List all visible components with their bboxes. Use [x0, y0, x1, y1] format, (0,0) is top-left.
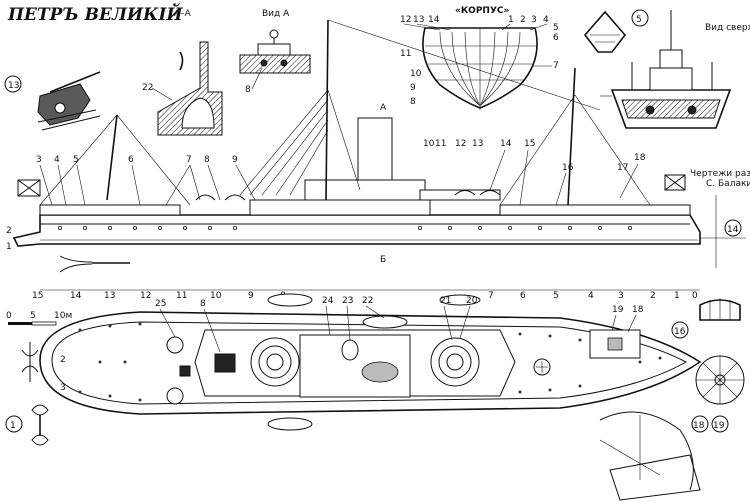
callout-profile-1: 1 — [6, 242, 12, 252]
callout-profile-18: 18 — [634, 153, 646, 163]
hull-num-2: 2 — [520, 15, 526, 25]
callout-profile-7: 7 — [186, 155, 192, 165]
lower-right-details: 16 18 19 — [599, 298, 745, 501]
hull-num-10: 10 — [410, 69, 422, 79]
callout-profile-9: 9 — [232, 155, 238, 165]
hull-num-1: 1 — [508, 15, 514, 25]
callout-plan-18: 18 — [632, 305, 644, 315]
station-7: 7 — [488, 291, 494, 301]
callout-profile-3: 3 — [36, 155, 42, 165]
hull-num-3: 3 — [531, 15, 537, 25]
station-0: 0 — [692, 291, 698, 301]
callout-profile-6: 6 — [128, 155, 134, 165]
callout-profile-10: 10 — [423, 139, 435, 149]
callout-detail-8: 8 — [245, 85, 251, 95]
frame-stations: 15 14 13 12 11 10 9 8 7 6 5 4 3 2 1 0 — [32, 289, 700, 301]
station-4: 4 — [588, 291, 594, 301]
callout-detail-18: 18 — [693, 421, 705, 431]
callout-detail-22: 22 — [142, 83, 153, 93]
side-profile-view: A Б 1 2 3 4 5 6 7 8 9 10 11 12 13 14 15 … — [6, 19, 701, 273]
station-1: 1 — [674, 291, 680, 301]
author-note-line2: С. Балакин. — [706, 179, 750, 189]
station-14: 14 — [70, 291, 82, 301]
view-a-label: Вид А — [262, 9, 290, 19]
callout-plan-3: 3 — [60, 383, 66, 393]
callout-profile-11: 11 — [435, 139, 446, 149]
hull-num-4: 4 — [543, 15, 549, 25]
plan-deck-dots — [78, 322, 662, 402]
hull-num-14: 14 — [428, 15, 440, 25]
gun-detail: 13 — [4, 71, 101, 131]
callout-profile-15: 15 — [524, 139, 535, 149]
scale-label-0: 0 — [6, 311, 12, 321]
callout-detail-1: 1 — [10, 421, 16, 431]
hull-num-11: 11 — [400, 49, 411, 59]
callout-profile-16: 16 — [562, 163, 574, 173]
hull-num-6: 6 — [553, 33, 559, 43]
station-2: 2 — [650, 291, 656, 301]
hull-num-12: 12 — [400, 15, 411, 25]
stern-view: Вид сверху — [600, 10, 750, 129]
anchor-detail: 1 — [5, 404, 49, 446]
station-13: 13 — [104, 291, 115, 301]
station-9: 9 — [248, 291, 254, 301]
profile-mark-a: A — [380, 103, 387, 113]
callout-profile-4: 4 — [54, 155, 60, 165]
callout-detail-19: 19 — [713, 421, 725, 431]
callout-profile-5: 5 — [73, 155, 79, 165]
hull-num-5: 5 — [553, 23, 559, 33]
callout-plan-22: 22 — [362, 296, 373, 306]
callout-profile-14: 14 — [500, 139, 512, 149]
station-12: 12 — [140, 291, 151, 301]
callout-profile-17: 17 — [617, 163, 628, 173]
page-title: ПЕТРЪ ВЕЛИКIЙ — [7, 3, 183, 25]
callout-plan-21: 21 — [440, 296, 451, 306]
plan-view: 25 8 24 23 22 20 21 19 18 2 3 — [21, 293, 702, 431]
scale-label-5: 5 — [30, 311, 36, 321]
section-aa-view: А–А 22 — [142, 9, 223, 136]
callout-profile-2: 2 — [6, 226, 12, 236]
scale-bar: 0 5 10м — [6, 311, 72, 326]
section-aa-label: А–А — [174, 9, 192, 19]
callout-plan-19: 19 — [612, 305, 624, 315]
callout-profile-13: 13 — [472, 139, 483, 149]
author-note-line1: Чертежи разработал — [690, 169, 750, 179]
author-note: Чертежи разработал С. Балакин. 14 — [690, 169, 750, 268]
callout-profile-8: 8 — [204, 155, 210, 165]
station-10: 10 — [210, 291, 222, 301]
callout-detail-16: 16 — [674, 327, 686, 337]
view-a-detail: Вид А 8 — [239, 9, 311, 95]
station-6: 6 — [520, 291, 526, 301]
station-5: 5 — [553, 291, 559, 301]
station-15: 15 — [32, 291, 43, 301]
callout-plan-25: 25 — [155, 299, 166, 309]
station-3: 3 — [618, 291, 624, 301]
hull-num-9: 9 — [410, 83, 416, 93]
callout-detail-5: 5 — [636, 15, 642, 25]
callout-plan-2: 2 — [60, 355, 66, 365]
callout-plan-8: 8 — [200, 299, 206, 309]
hull-num-13: 13 — [413, 15, 424, 25]
hull-section-label: «КОРПУС» — [455, 6, 509, 16]
callout-detail-13: 13 — [8, 81, 19, 91]
stern-view-label: Вид сверху — [705, 23, 750, 33]
scale-label-10m: 10м — [54, 311, 72, 321]
hull-num-7: 7 — [553, 61, 559, 71]
callout-plan-24: 24 — [322, 296, 334, 306]
callout-plan-23: 23 — [342, 296, 353, 306]
profile-mark-b: Б — [380, 255, 386, 265]
callout-profile-12: 12 — [455, 139, 466, 149]
hull-section-view: «КОРПУС» 12 13 14 1 2 3 4 5 6 7 8 9 10 1… — [400, 6, 559, 110]
station-11: 11 — [176, 291, 187, 301]
boat-davit-detail: 5 — [583, 9, 649, 53]
callout-plan-20: 20 — [466, 296, 478, 306]
callout-detail-14: 14 — [727, 225, 739, 235]
profile-portholes — [58, 225, 633, 230]
hull-num-8: 8 — [410, 97, 416, 107]
